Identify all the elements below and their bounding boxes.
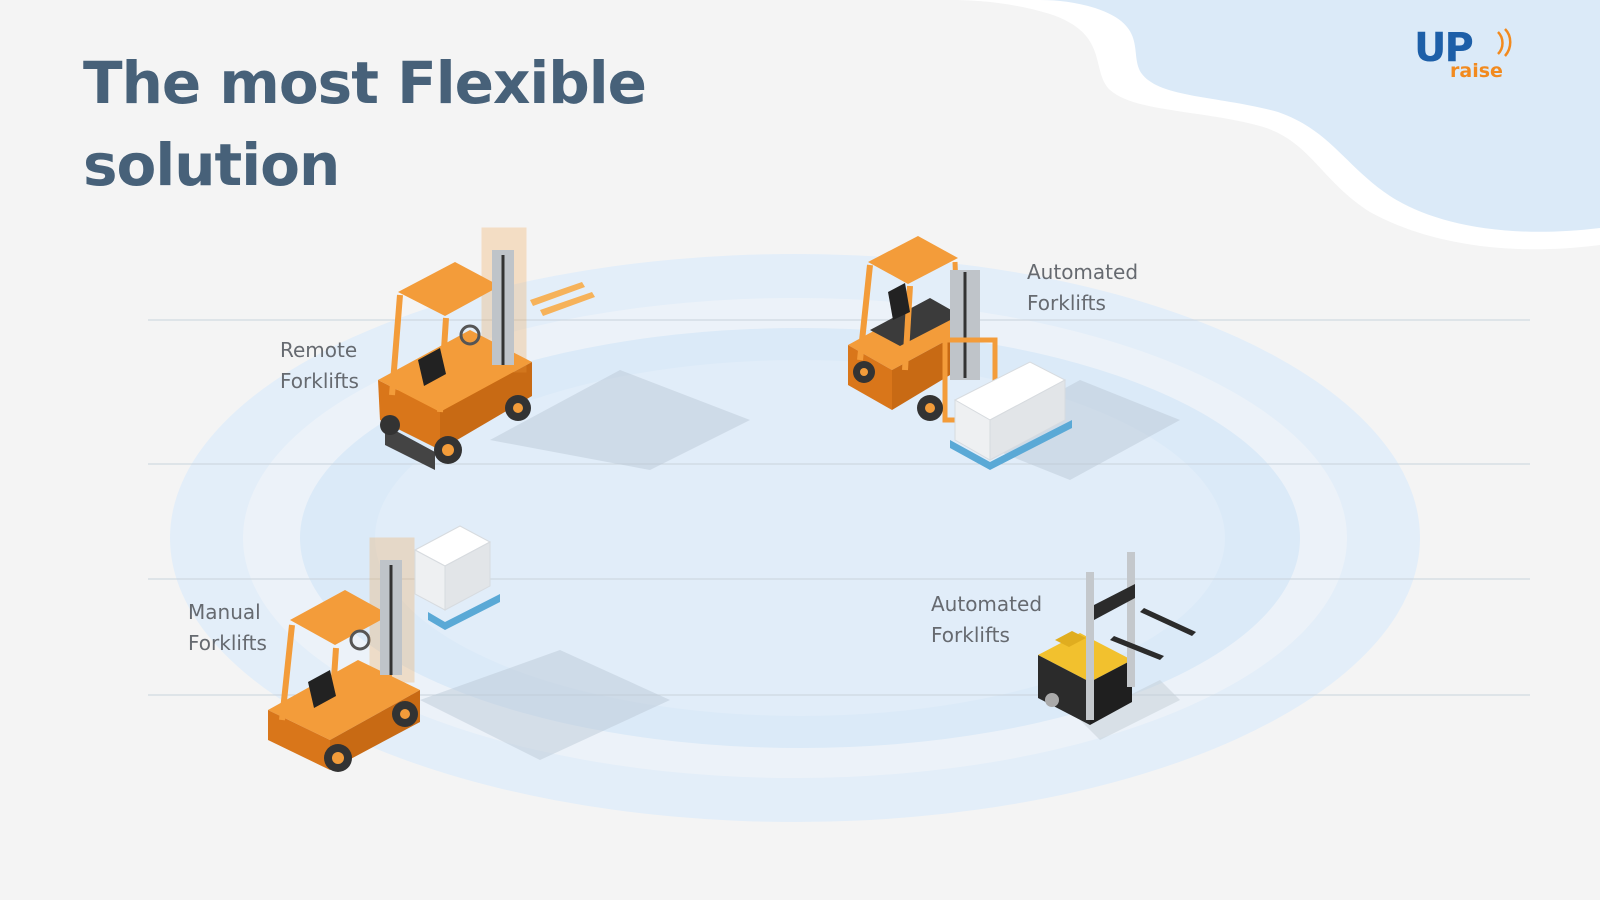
label-automated-bottom-line2: Forklifts	[931, 623, 1010, 647]
core-ring	[375, 360, 1225, 716]
logo-word-up: UP	[1414, 25, 1474, 71]
label-automated-top-line1: Automated	[1027, 260, 1139, 284]
label-manual-line2: Forklifts	[188, 631, 267, 655]
page-title: The most Flexible solution	[83, 42, 723, 206]
label-manual-forklifts: Manual Forklifts	[188, 597, 267, 659]
label-remote-line2: Forklifts	[280, 369, 359, 393]
label-automated-top-line2: Forklifts	[1027, 291, 1106, 315]
label-automated-forklifts-bottom: Automated Forklifts	[931, 589, 1042, 651]
label-automated-forklifts-top: Automated Forklifts	[1027, 257, 1138, 319]
title-line-1: The most Flexible	[83, 49, 647, 117]
label-automated-bottom-line1: Automated	[931, 592, 1043, 616]
label-remote-forklifts: Remote Forklifts	[280, 335, 359, 397]
manual-forklift-icon	[268, 525, 670, 772]
logo-word-raise: raise	[1450, 60, 1503, 82]
label-remote-line1: Remote	[280, 338, 358, 362]
upraise-logo: UP raise	[1414, 26, 1518, 88]
signal-icon	[1497, 28, 1512, 57]
title-line-2: solution	[83, 131, 340, 199]
remote-forklift-icon	[378, 227, 750, 470]
automated-forklift-icon	[848, 236, 1180, 480]
label-manual-line1: Manual	[188, 600, 261, 624]
agv-robot-icon	[1038, 552, 1196, 740]
